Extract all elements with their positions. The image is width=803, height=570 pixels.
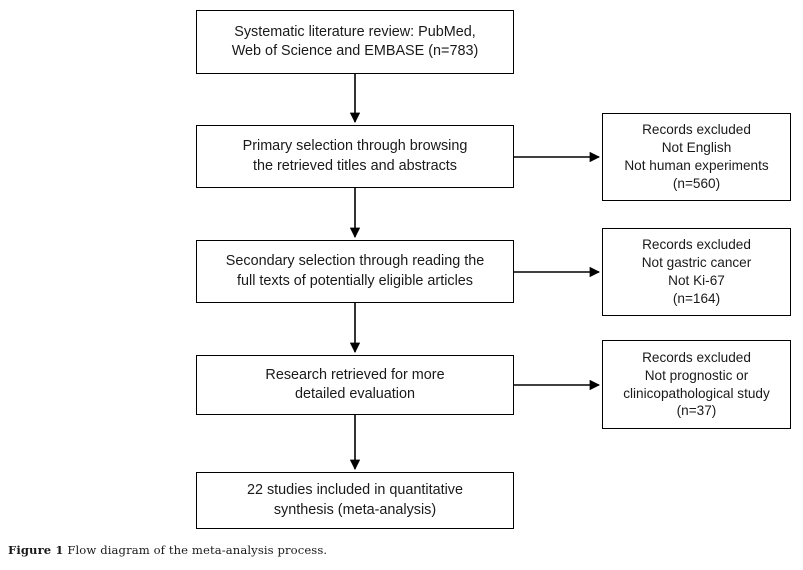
- flow-node-included-label: 22 studies included in quantitative synt…: [246, 482, 463, 518]
- flow-node-identification: Systematic literature review: PubMed, We…: [196, 10, 514, 74]
- flow-node-included: 22 studies included in quantitative synt…: [196, 472, 514, 529]
- flow-node-retrieved: Research retrieved for more detailed eva…: [196, 355, 514, 415]
- flow-node-excluded-2: Records excluded Not gastric cancer Not …: [602, 228, 791, 316]
- flow-node-excluded-1: Records excluded Not English Not human e…: [602, 113, 791, 201]
- figure-caption-body: Flow diagram of the meta-analysis proces…: [67, 543, 328, 557]
- flow-node-retrieved-label: Research retrieved for more detailed eva…: [265, 366, 445, 402]
- figure-caption-label: Figure 1: [8, 543, 64, 557]
- flow-node-excluded-3: Records excluded Not prognostic or clini…: [602, 340, 791, 429]
- flow-node-primary-selection: Primary selection through browsing the r…: [196, 125, 514, 188]
- flow-node-excluded-3-label: Records excluded Not prognostic or clini…: [623, 349, 770, 419]
- figure-caption: Figure 1 Flow diagram of the meta-analys…: [8, 543, 327, 557]
- flow-node-primary-selection-label: Primary selection through browsing the r…: [242, 138, 468, 174]
- flow-node-excluded-1-label: Records excluded Not English Not human e…: [624, 122, 769, 191]
- flow-node-excluded-2-label: Records excluded Not gastric cancer Not …: [641, 237, 752, 306]
- flow-node-secondary-selection-label: Secondary selection through reading the …: [225, 253, 485, 289]
- flow-node-secondary-selection: Secondary selection through reading the …: [196, 240, 514, 303]
- flow-node-identification-label: Systematic literature review: PubMed, We…: [231, 23, 479, 59]
